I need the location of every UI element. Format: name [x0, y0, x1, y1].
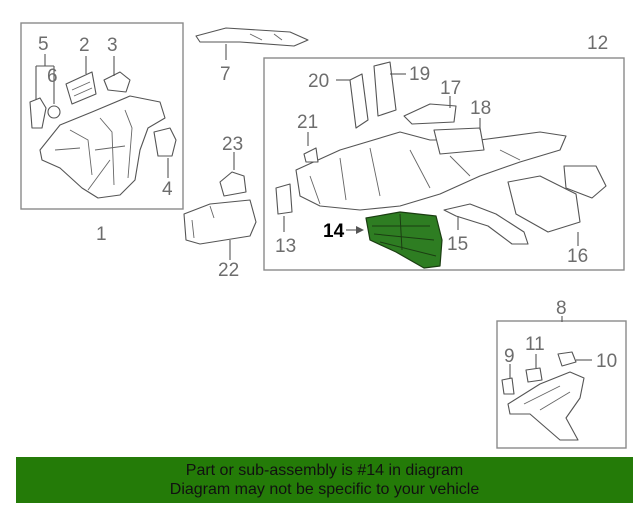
callout-12: 12 — [587, 33, 608, 54]
callout-22: 22 — [218, 260, 239, 281]
part-6-clip — [47, 105, 61, 119]
callout-11: 11 — [525, 334, 545, 355]
callout-13: 13 — [275, 236, 296, 257]
part-3-bracket — [103, 71, 131, 93]
part-15-brace — [443, 203, 529, 245]
callout-5: 5 — [38, 34, 49, 55]
part-9-bracket — [501, 377, 515, 395]
group-box-1 — [20, 22, 184, 210]
part-11-bracket — [525, 367, 543, 383]
callout-7: 7 — [220, 64, 231, 85]
banner-line-1: Part or sub-assembly is #14 in diagram — [185, 462, 464, 479]
callout-10: 10 — [596, 351, 617, 372]
callout-18: 18 — [470, 98, 491, 119]
callout-23: 23 — [222, 134, 243, 155]
part-16-bracket — [507, 165, 607, 233]
part-8-assembly — [507, 371, 585, 441]
callout-3: 3 — [107, 35, 118, 56]
callout-2: 2 — [79, 35, 90, 56]
part-22-reinforcement — [183, 199, 257, 245]
callout-19: 19 — [409, 64, 430, 85]
leaders-group-1 — [35, 54, 169, 178]
callout-1: 1 — [96, 224, 107, 245]
part-17-bracket — [403, 103, 457, 125]
callout-14: 14 — [323, 221, 345, 242]
part-23-bracket — [219, 171, 247, 197]
banner-line-2: Diagram may not be specific to your vehi… — [169, 481, 480, 498]
callout-9: 9 — [504, 346, 515, 367]
callout-15: 15 — [447, 234, 468, 255]
part-18-plate — [433, 127, 485, 155]
callout-20: 20 — [308, 71, 329, 92]
part-19-bracket — [373, 61, 397, 117]
part-4-bracket — [153, 127, 177, 157]
part-20-bracket — [349, 73, 369, 129]
part-1-wheelhouse — [39, 95, 166, 199]
part-14-highlighted — [365, 211, 443, 269]
part-10-clip — [557, 351, 577, 367]
part-13-bracket — [275, 183, 293, 215]
callout-21: 21 — [297, 112, 318, 133]
callout-17: 17 — [440, 78, 461, 99]
part-21-bracket — [303, 147, 319, 163]
part-5-bracket — [29, 97, 47, 129]
callout-16: 16 — [567, 246, 588, 267]
group-box-12 — [263, 57, 625, 271]
part-12-frame-rail — [295, 131, 567, 211]
callout-6: 6 — [47, 66, 58, 87]
callout-4: 4 — [162, 179, 173, 200]
callout-8: 8 — [556, 298, 567, 319]
part-2-bracket — [65, 71, 97, 105]
parts-diagram: 5 2 3 6 4 1 7 23 22 13 21 20 19 — [20, 22, 627, 449]
part-7-rail — [195, 27, 309, 47]
arrow-14 — [356, 226, 364, 234]
notice-banner: Part or sub-assembly is #14 in diagram D… — [16, 457, 633, 503]
